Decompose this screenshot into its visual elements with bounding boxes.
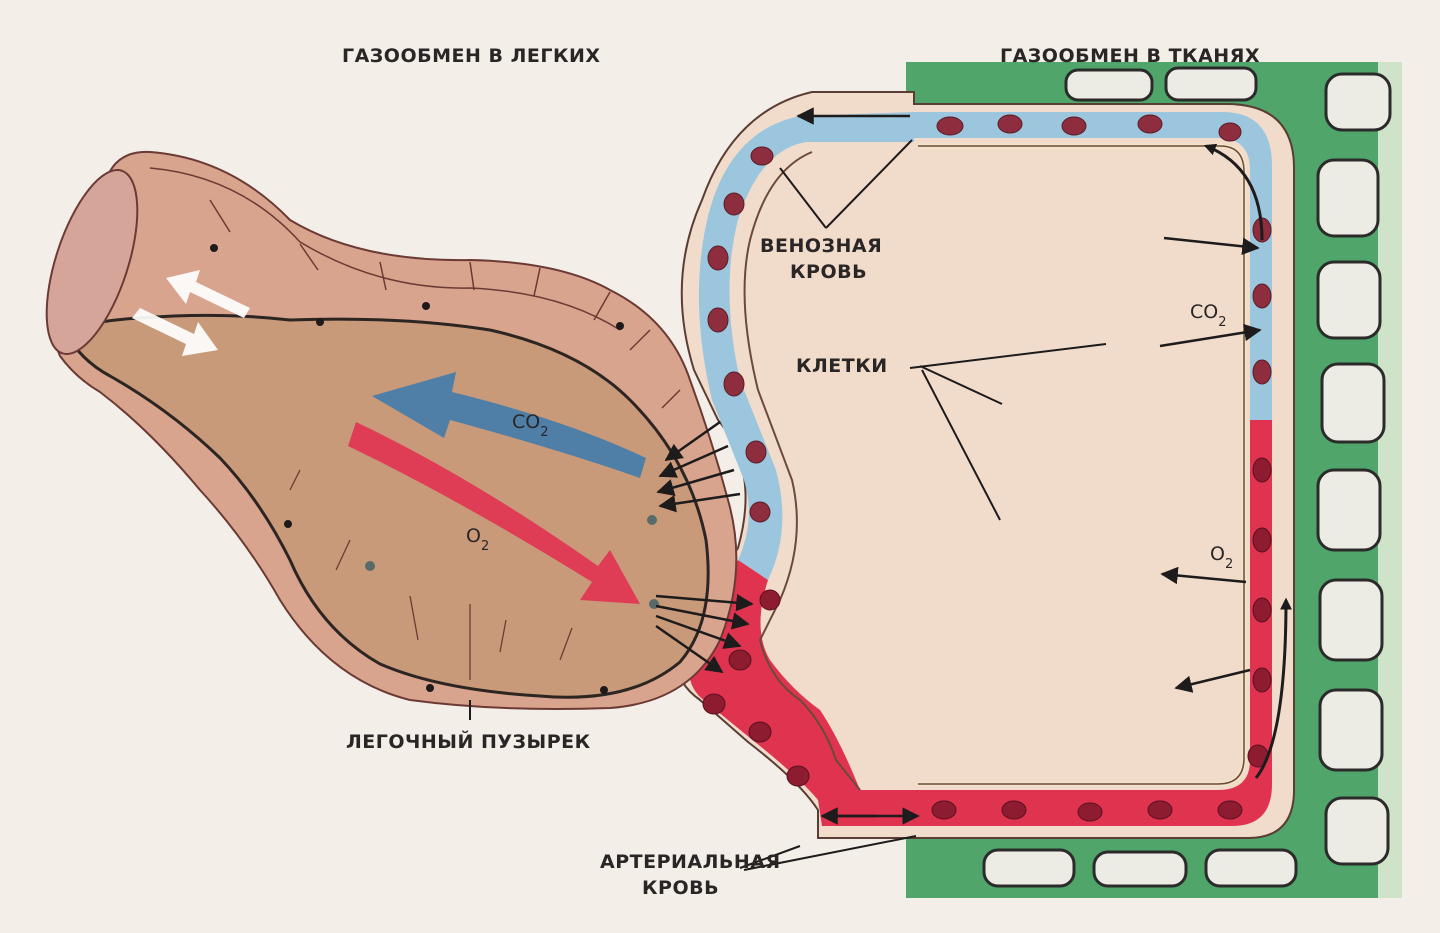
tissue-cell bbox=[1316, 468, 1382, 552]
leader-lines bbox=[469, 139, 1107, 871]
tissue-cell bbox=[1318, 688, 1384, 772]
tissue-edge-strip bbox=[1378, 62, 1402, 898]
o2-diffusion-arrow bbox=[348, 422, 640, 604]
venous-flow-arrow bbox=[1203, 143, 1264, 241]
chem-co2-alveolus: CO2 bbox=[512, 411, 549, 440]
label-venous-line2: КРОВЬ bbox=[790, 261, 867, 283]
label-arterial-line1: АРТЕРИАЛЬНАЯ bbox=[600, 851, 781, 873]
connector-arrows bbox=[796, 107, 920, 825]
tissue-exchange-arrows bbox=[1159, 236, 1262, 693]
bronchiole-opening bbox=[45, 169, 139, 355]
labels: ГАЗООБМЕН В ЛЕГКИХ ГАЗООБМЕН В ТКАНЯХ ВЕ… bbox=[342, 45, 1260, 899]
tissue-cell bbox=[1064, 68, 1154, 102]
airflow-in-arrow bbox=[132, 308, 218, 356]
chem-co2-tissue: CO2 bbox=[1190, 301, 1227, 330]
arterial-blood-cells bbox=[702, 457, 1272, 822]
airflow-out-arrow bbox=[166, 270, 250, 318]
co2-exchange-arrows bbox=[656, 420, 741, 513]
tissue-cell bbox=[1164, 66, 1258, 102]
capillary bbox=[675, 91, 1295, 839]
title-tissues: ГАЗООБМЕН В ТКАНЯХ bbox=[1000, 45, 1260, 67]
venous-leader bbox=[779, 139, 913, 229]
tissue-o2-arrow-lower bbox=[1174, 668, 1251, 693]
tissue-cell bbox=[982, 848, 1076, 888]
arterial-flow-arrow bbox=[1254, 597, 1292, 779]
o2-exchange-arrows bbox=[655, 593, 754, 674]
tissue-cell bbox=[1316, 260, 1382, 340]
co2-diffusion-arrow bbox=[372, 372, 646, 478]
alveolus-group bbox=[45, 150, 754, 710]
alveolus-wall-segments bbox=[149, 167, 681, 409]
tissue-co2-arrow-upper bbox=[1163, 236, 1260, 256]
capillary-lung-side-wall bbox=[743, 151, 861, 791]
tissue-cell bbox=[1092, 850, 1188, 888]
label-arterial-line2: КРОВЬ bbox=[642, 877, 719, 899]
alveolus-fibres bbox=[289, 469, 573, 680]
tissue-o2-arrow-upper bbox=[1160, 566, 1247, 585]
alveolus-cavity bbox=[61, 313, 710, 699]
alveolus-wall-nuclei bbox=[210, 244, 659, 694]
tissue-cell bbox=[1324, 72, 1392, 132]
tissue-cell bbox=[1316, 158, 1380, 238]
airflow-arrows bbox=[132, 270, 250, 356]
tissue-cell bbox=[1320, 362, 1386, 444]
tissue-cell bbox=[1204, 848, 1298, 888]
label-cells: КЛЕТКИ bbox=[796, 355, 888, 377]
tissue-co2-arrow-lower bbox=[1159, 323, 1262, 348]
arterial-leader bbox=[739, 835, 917, 871]
cells-leader bbox=[909, 343, 1107, 521]
label-venous-line1: ВЕНОЗНАЯ bbox=[760, 235, 882, 257]
chem-o2-alveolus: O2 bbox=[466, 525, 489, 554]
chem-o2-tissue: O2 bbox=[1210, 543, 1233, 572]
title-lungs: ГАЗООБМЕН В ЛЕГКИХ bbox=[342, 45, 601, 67]
venous-blood-cells bbox=[707, 114, 1272, 523]
tissue-cell bbox=[1318, 578, 1384, 662]
capillary-inner-wall-line bbox=[918, 145, 1245, 785]
tissue-cell bbox=[1324, 796, 1390, 866]
label-alveolus: ЛЕГОЧНЫЙ ПУЗЫРЕК bbox=[346, 730, 591, 753]
